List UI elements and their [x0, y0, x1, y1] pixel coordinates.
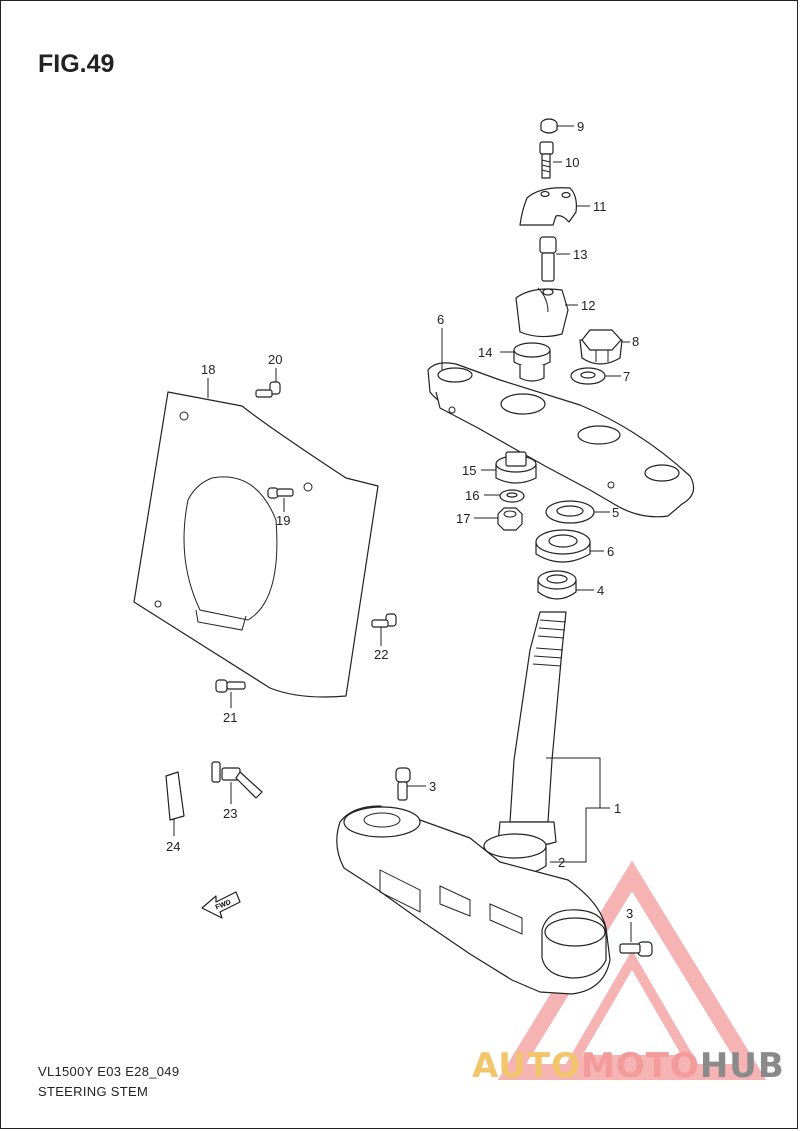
callout-1: 1: [614, 801, 621, 816]
callout-18: 17: [456, 511, 470, 526]
part-1-lower-bracket[interactable]: [336, 805, 611, 995]
model-code: VL1500Y E03 E28_049: [38, 1064, 180, 1079]
callout-19: 18: [201, 362, 215, 377]
part-3-bolt-lower[interactable]: [619, 941, 653, 957]
part-5-lock-nut[interactable]: [545, 500, 595, 524]
callout-22: 21: [223, 710, 237, 725]
leader-lines: [173, 125, 632, 942]
part-6-dust-seal[interactable]: [535, 529, 591, 563]
part-9-upper-bracket[interactable]: [427, 362, 695, 518]
part-24-screw[interactable]: [211, 761, 263, 799]
callout-10: 9: [577, 119, 584, 134]
watermark-part1: AUTO: [472, 1046, 581, 1086]
part-23-bolt[interactable]: [371, 613, 397, 628]
part-18-nut[interactable]: [497, 507, 523, 531]
part-10-cap[interactable]: [540, 118, 558, 134]
callout-6: 6: [607, 544, 614, 559]
part-3-bolt-upper[interactable]: [395, 767, 411, 801]
part-16-cushion[interactable]: [495, 451, 537, 484]
callout-23: 22: [374, 647, 388, 662]
part-2-lower-bearing[interactable]: [483, 833, 547, 877]
callout-3-upper: 3: [429, 779, 436, 794]
watermark-part2: MOTO: [580, 1046, 700, 1086]
callout-25: 24: [166, 839, 180, 854]
callout-12: 11: [593, 199, 607, 214]
figure-title: FIG.49: [38, 50, 115, 78]
part-1-steering-stem[interactable]: [497, 611, 567, 847]
part-4-bearing[interactable]: [537, 570, 577, 600]
callout-14: 13: [573, 247, 587, 262]
part-7-washer[interactable]: [570, 367, 606, 385]
part-15-cushion[interactable]: [513, 342, 551, 382]
callout-3-lower: 3: [626, 906, 633, 921]
part-12-handlebar-clamp[interactable]: [519, 187, 577, 226]
callout-5: 5: [612, 505, 619, 520]
watermark-logo: AUTOMOTOHUB: [472, 1046, 785, 1086]
callout-8: 8: [632, 334, 639, 349]
part-17-washer[interactable]: [499, 489, 525, 503]
part-11-bolt[interactable]: [539, 141, 554, 179]
watermark-part3: HUB: [699, 1046, 785, 1086]
callout-4: 4: [597, 583, 604, 598]
callout-16: 15: [462, 463, 476, 478]
callout-7: 7: [623, 369, 630, 384]
callout-labels: 9 10 11 13 12 14 8 7 6 15 16 17 5 6 4 1 …: [166, 119, 639, 921]
part-22-bolt[interactable]: [215, 679, 246, 693]
callout-11: 10: [565, 155, 579, 170]
callout-15: 14: [478, 345, 492, 360]
part-21-bolt[interactable]: [255, 381, 281, 398]
callout-2: 2: [558, 855, 565, 870]
callout-17: 16: [465, 488, 479, 503]
section-name: STEERING STEM: [38, 1084, 149, 1099]
part-19-headlight-cover[interactable]: [133, 391, 379, 698]
forward-direction-arrow: FWD: [201, 891, 241, 919]
part-13-handlebar-holder[interactable]: [515, 287, 569, 338]
callout-21: 20: [268, 352, 282, 367]
part-25-clip[interactable]: [165, 771, 185, 821]
callout-9: 6: [437, 312, 444, 327]
part-8-stem-nut[interactable]: [579, 329, 623, 365]
callout-24: 23: [223, 806, 237, 821]
callout-13: 12: [581, 298, 595, 313]
callout-20: 19: [276, 513, 290, 528]
part-14-stud[interactable]: [539, 236, 557, 282]
part-20-bolt[interactable]: [267, 487, 294, 499]
